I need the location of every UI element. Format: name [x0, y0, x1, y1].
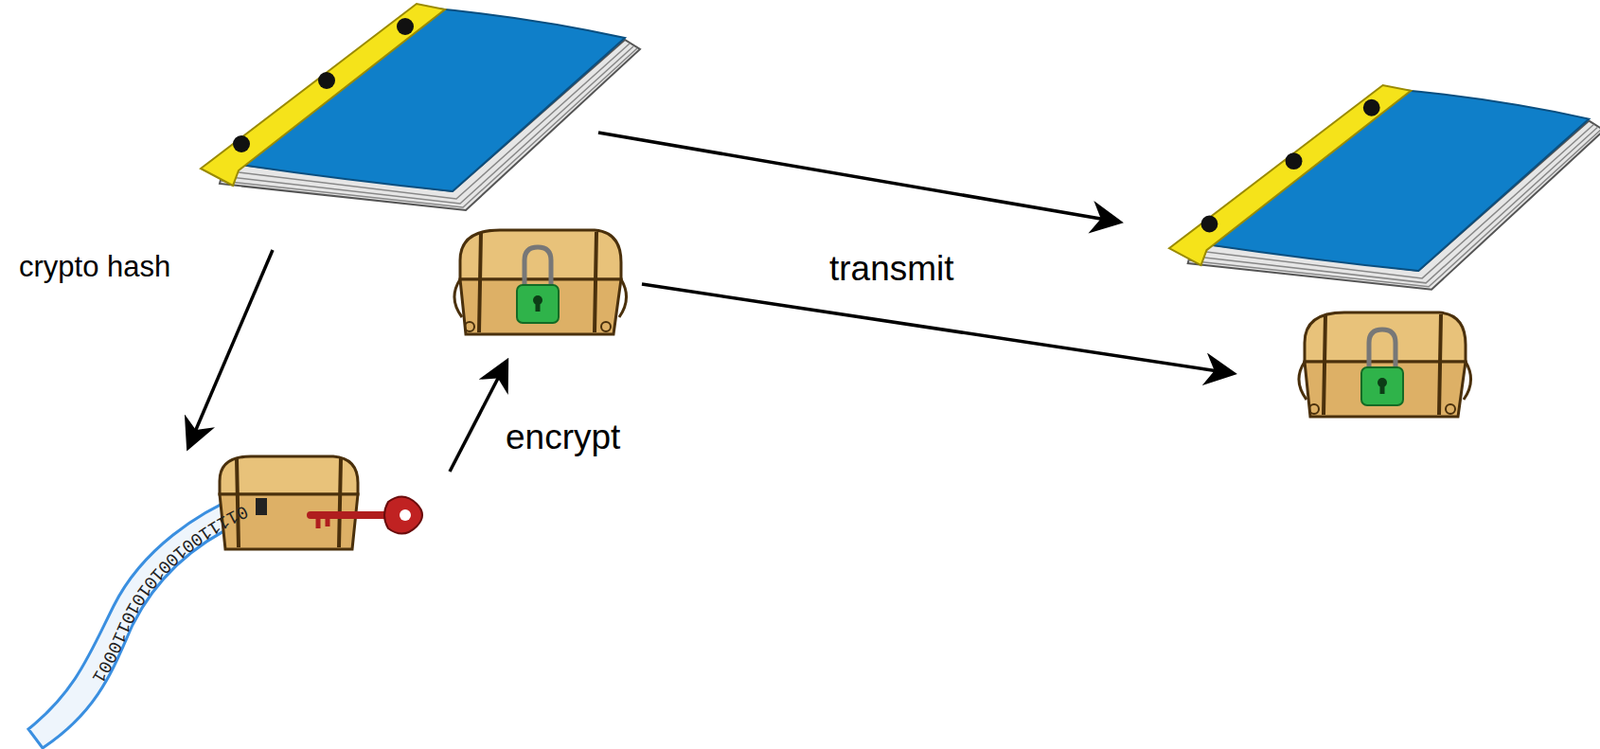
open-chest-with-key	[219, 456, 423, 550]
step-label: encrypt	[505, 418, 621, 458]
bit-ribbon	[28, 492, 256, 748]
locked-chest	[1298, 312, 1472, 417]
flow-arrows	[189, 132, 1231, 472]
bit-string: 0111100100101010110001	[87, 499, 251, 687]
book-illustration	[200, 3, 640, 211]
step-label: crypto hash	[18, 250, 171, 284]
step-label: transmit	[829, 249, 955, 289]
locked-chest	[454, 230, 627, 335]
book-illustration	[1169, 85, 1600, 290]
bit-string: 0111100100101010110001	[87, 499, 251, 687]
